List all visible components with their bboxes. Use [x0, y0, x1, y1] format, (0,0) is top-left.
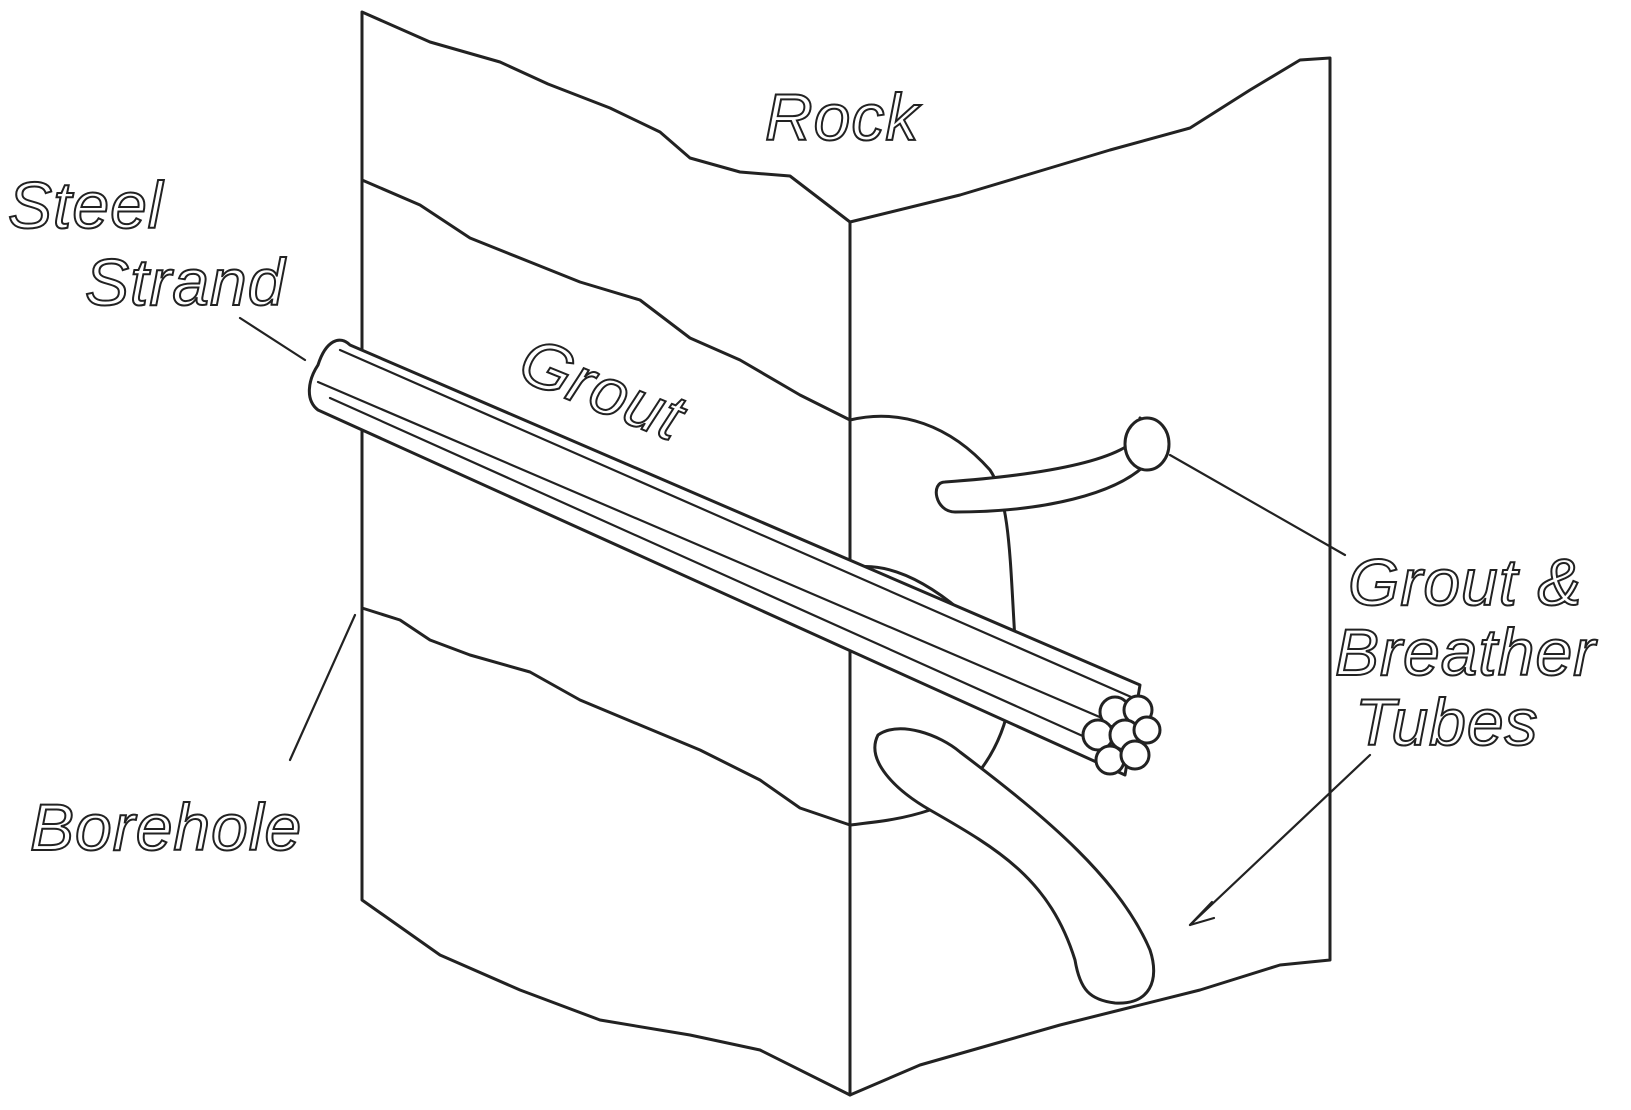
upper-breather-tube — [934, 416, 1171, 514]
lower-breather-tube — [873, 727, 1156, 1005]
leader-lines — [238, 316, 1372, 927]
rock-front-face — [360, 10, 852, 1097]
label-borehole: Borehole — [30, 790, 302, 864]
label-steel-strand-line1: Steel — [8, 168, 165, 242]
borehole-grout-band — [360, 178, 852, 827]
strand-end-wires — [1081, 694, 1162, 776]
label-steel-strand-line2: Strand — [85, 245, 287, 319]
label-tubes-line1: Grout & — [1348, 545, 1582, 619]
rock-side-face — [848, 56, 1332, 1097]
label-rock: Rock — [765, 80, 921, 154]
steel-strand-bundle — [307, 338, 1162, 777]
label-tubes-line2: Breather — [1335, 615, 1598, 689]
label-tubes-line3: Tubes — [1355, 685, 1539, 759]
